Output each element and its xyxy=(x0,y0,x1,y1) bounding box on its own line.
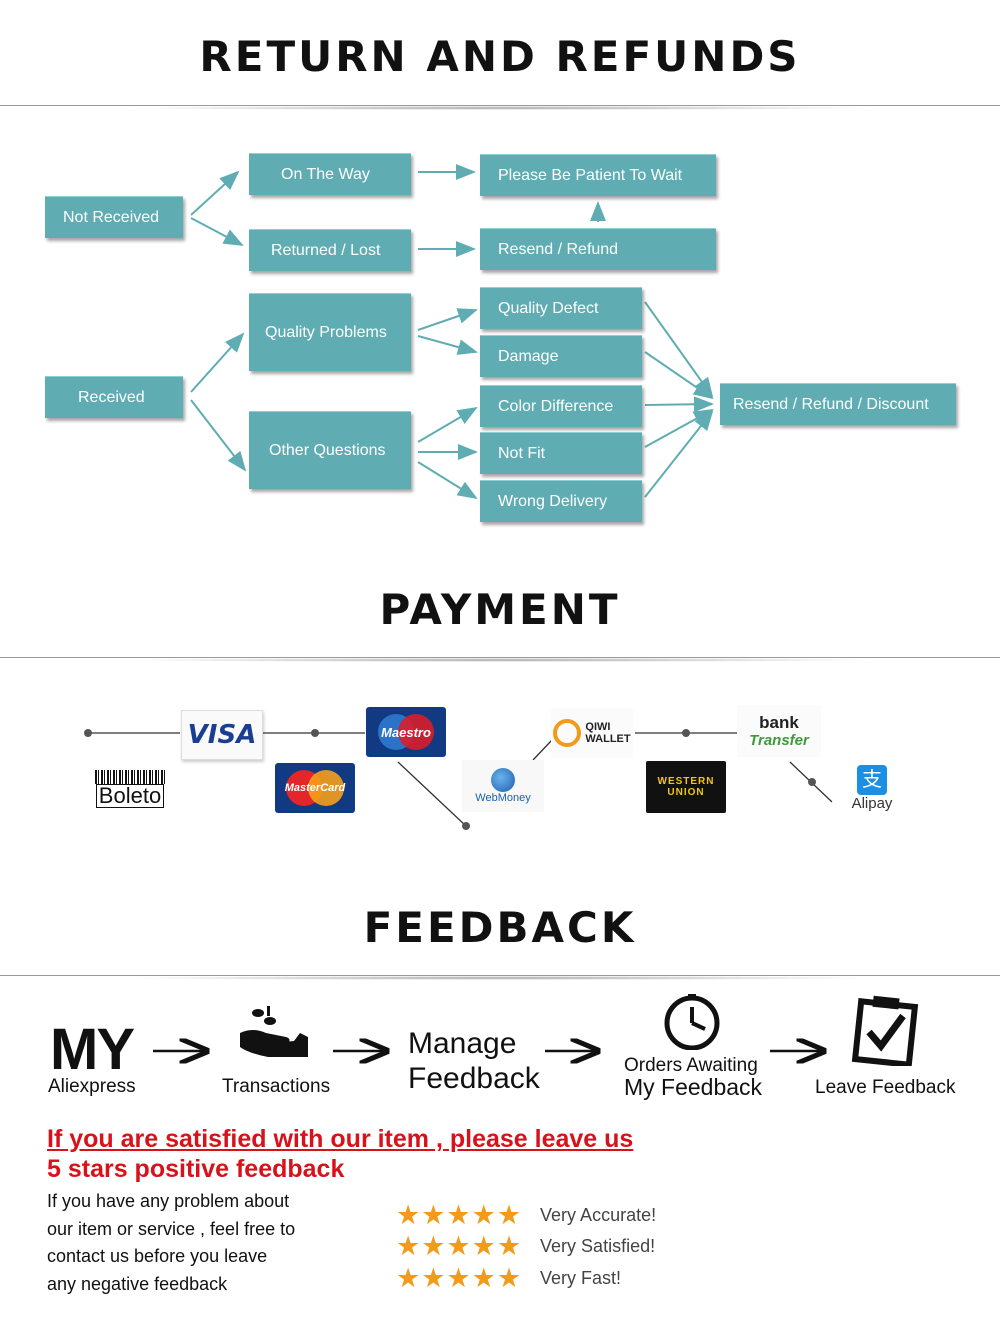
node-wrong-delivery: Wrong Delivery xyxy=(480,480,642,522)
boleto-logo: Boleto xyxy=(92,768,168,810)
boleto-label: Boleto xyxy=(95,784,165,808)
orders-awaiting-label: Orders Awaiting xyxy=(624,1055,758,1076)
contact-paragraph: If you have any problem about our item o… xyxy=(47,1188,295,1298)
barcode-icon xyxy=(95,770,165,784)
hand-coins-icon xyxy=(240,1006,308,1057)
qiwi-wallet-label: WALLET xyxy=(585,733,631,745)
arrow xyxy=(417,461,478,500)
mastercard-label: MasterCard xyxy=(284,782,346,794)
arrow xyxy=(644,396,714,413)
node-other-questions: Other Questions xyxy=(249,411,411,489)
node-quality-defect: Quality Defect xyxy=(480,287,642,329)
mastercard-circles-icon xyxy=(308,770,344,806)
five-stars-icon: ★★★★★ xyxy=(396,1199,523,1230)
node-quality-problems: Quality Problems xyxy=(249,293,411,371)
step-arrows xyxy=(153,0,1000,1100)
node-damage: Damage xyxy=(480,335,642,377)
arrow xyxy=(417,406,478,443)
divider xyxy=(0,657,1000,658)
visa-label: VISA xyxy=(187,720,257,750)
arrow xyxy=(644,301,714,398)
divider xyxy=(0,975,1000,976)
maestro-circles-icon xyxy=(398,714,434,750)
arrow xyxy=(417,308,478,331)
alipay-logo: 支 Alipay xyxy=(842,760,902,816)
rating-label: Very Accurate! xyxy=(540,1204,657,1225)
payment-connectors xyxy=(84,729,833,830)
divider-shadow xyxy=(120,658,880,662)
feedback-title: FEEDBACK xyxy=(363,903,637,952)
manage-label: Manage xyxy=(408,1027,517,1060)
five-stars-icon: ★★★★★ xyxy=(396,1262,523,1293)
western-union-logo: WESTERN UNION xyxy=(646,761,726,813)
flow-arrows xyxy=(190,164,714,500)
node-be-patient: Please Be Patient To Wait xyxy=(480,154,716,196)
returns-title: RETURN AND REFUNDS xyxy=(199,32,801,81)
alipay-icon: 支 xyxy=(857,764,887,795)
node-resend-refund-discount: Resend / Refund / Discount xyxy=(720,383,956,425)
maestro-logo: Maestro xyxy=(366,707,446,757)
node-returned-lost: Returned / Lost xyxy=(249,229,411,271)
aliexpress-label: Aliexpress xyxy=(48,1076,136,1097)
arrow xyxy=(190,399,247,472)
contact-line: If you have any problem about xyxy=(47,1191,290,1211)
divider xyxy=(0,105,1000,106)
qiwi-label: QIWI xyxy=(585,721,611,733)
node-resend-refund: Resend / Refund xyxy=(480,228,716,270)
rating-row: ★★★★★ Very Fast! xyxy=(396,1262,621,1294)
my-feedback-label: My Feedback xyxy=(624,1074,763,1100)
qiwi-logo: QIWI WALLET xyxy=(551,708,633,758)
arrow xyxy=(190,332,245,393)
webmoney-label: WebMoney xyxy=(475,792,531,804)
rating-label: Very Satisfied! xyxy=(540,1235,656,1256)
clipboard-check-icon xyxy=(851,995,919,1066)
bank-transfer-logo: bank Transfer xyxy=(737,705,821,757)
globe-icon xyxy=(491,768,515,792)
node-color-difference: Color Difference xyxy=(480,385,642,427)
satisfied-message: If you are satisfied with our item , ple… xyxy=(47,1125,634,1153)
node-received: Received xyxy=(45,376,183,418)
mastercard-logo: MasterCard xyxy=(275,763,355,813)
contact-line: our item or service , feel free to xyxy=(47,1218,296,1239)
rating-label: Very Fast! xyxy=(540,1267,622,1288)
five-stars-message: 5 stars positive feedback xyxy=(47,1155,345,1183)
western-union-label: WESTERN xyxy=(657,775,715,787)
clock-icon xyxy=(664,994,720,1050)
transfer-label: Transfer xyxy=(749,731,809,749)
visa-logo: VISA xyxy=(181,710,263,760)
node-on-the-way: On The Way xyxy=(249,153,411,195)
transactions-label: Transactions xyxy=(222,1076,331,1097)
node-not-received: Not Received xyxy=(45,196,183,238)
webmoney-logo: WebMoney xyxy=(462,760,544,812)
payment-title: PAYMENT xyxy=(379,585,621,634)
arrow xyxy=(190,170,240,216)
arrow xyxy=(644,410,714,498)
rating-row: ★★★★★ Very Satisfied! xyxy=(396,1230,655,1262)
arrow xyxy=(417,335,478,355)
contact-line: contact us before you leave xyxy=(47,1246,268,1266)
bank-label: bank xyxy=(759,712,799,732)
my-big-label: MY xyxy=(50,1017,135,1082)
five-stars-icon: ★★★★★ xyxy=(396,1230,523,1261)
rating-row: ★★★★★ Very Accurate! xyxy=(396,1199,656,1231)
feedback-label: Feedback xyxy=(408,1062,540,1095)
contact-line: any negative feedback xyxy=(47,1273,228,1294)
maestro-label: Maestro xyxy=(381,724,431,740)
qiwi-q-icon xyxy=(553,719,582,747)
divider-shadow xyxy=(120,106,880,110)
divider-shadow xyxy=(120,976,880,980)
western-union-label-2: UNION xyxy=(667,786,705,798)
arrow xyxy=(190,217,244,246)
node-not-fit: Not Fit xyxy=(480,432,642,474)
leave-feedback-label: Leave Feedback xyxy=(815,1077,956,1098)
alipay-label: Alipay xyxy=(851,794,893,812)
arrow xyxy=(644,351,714,400)
